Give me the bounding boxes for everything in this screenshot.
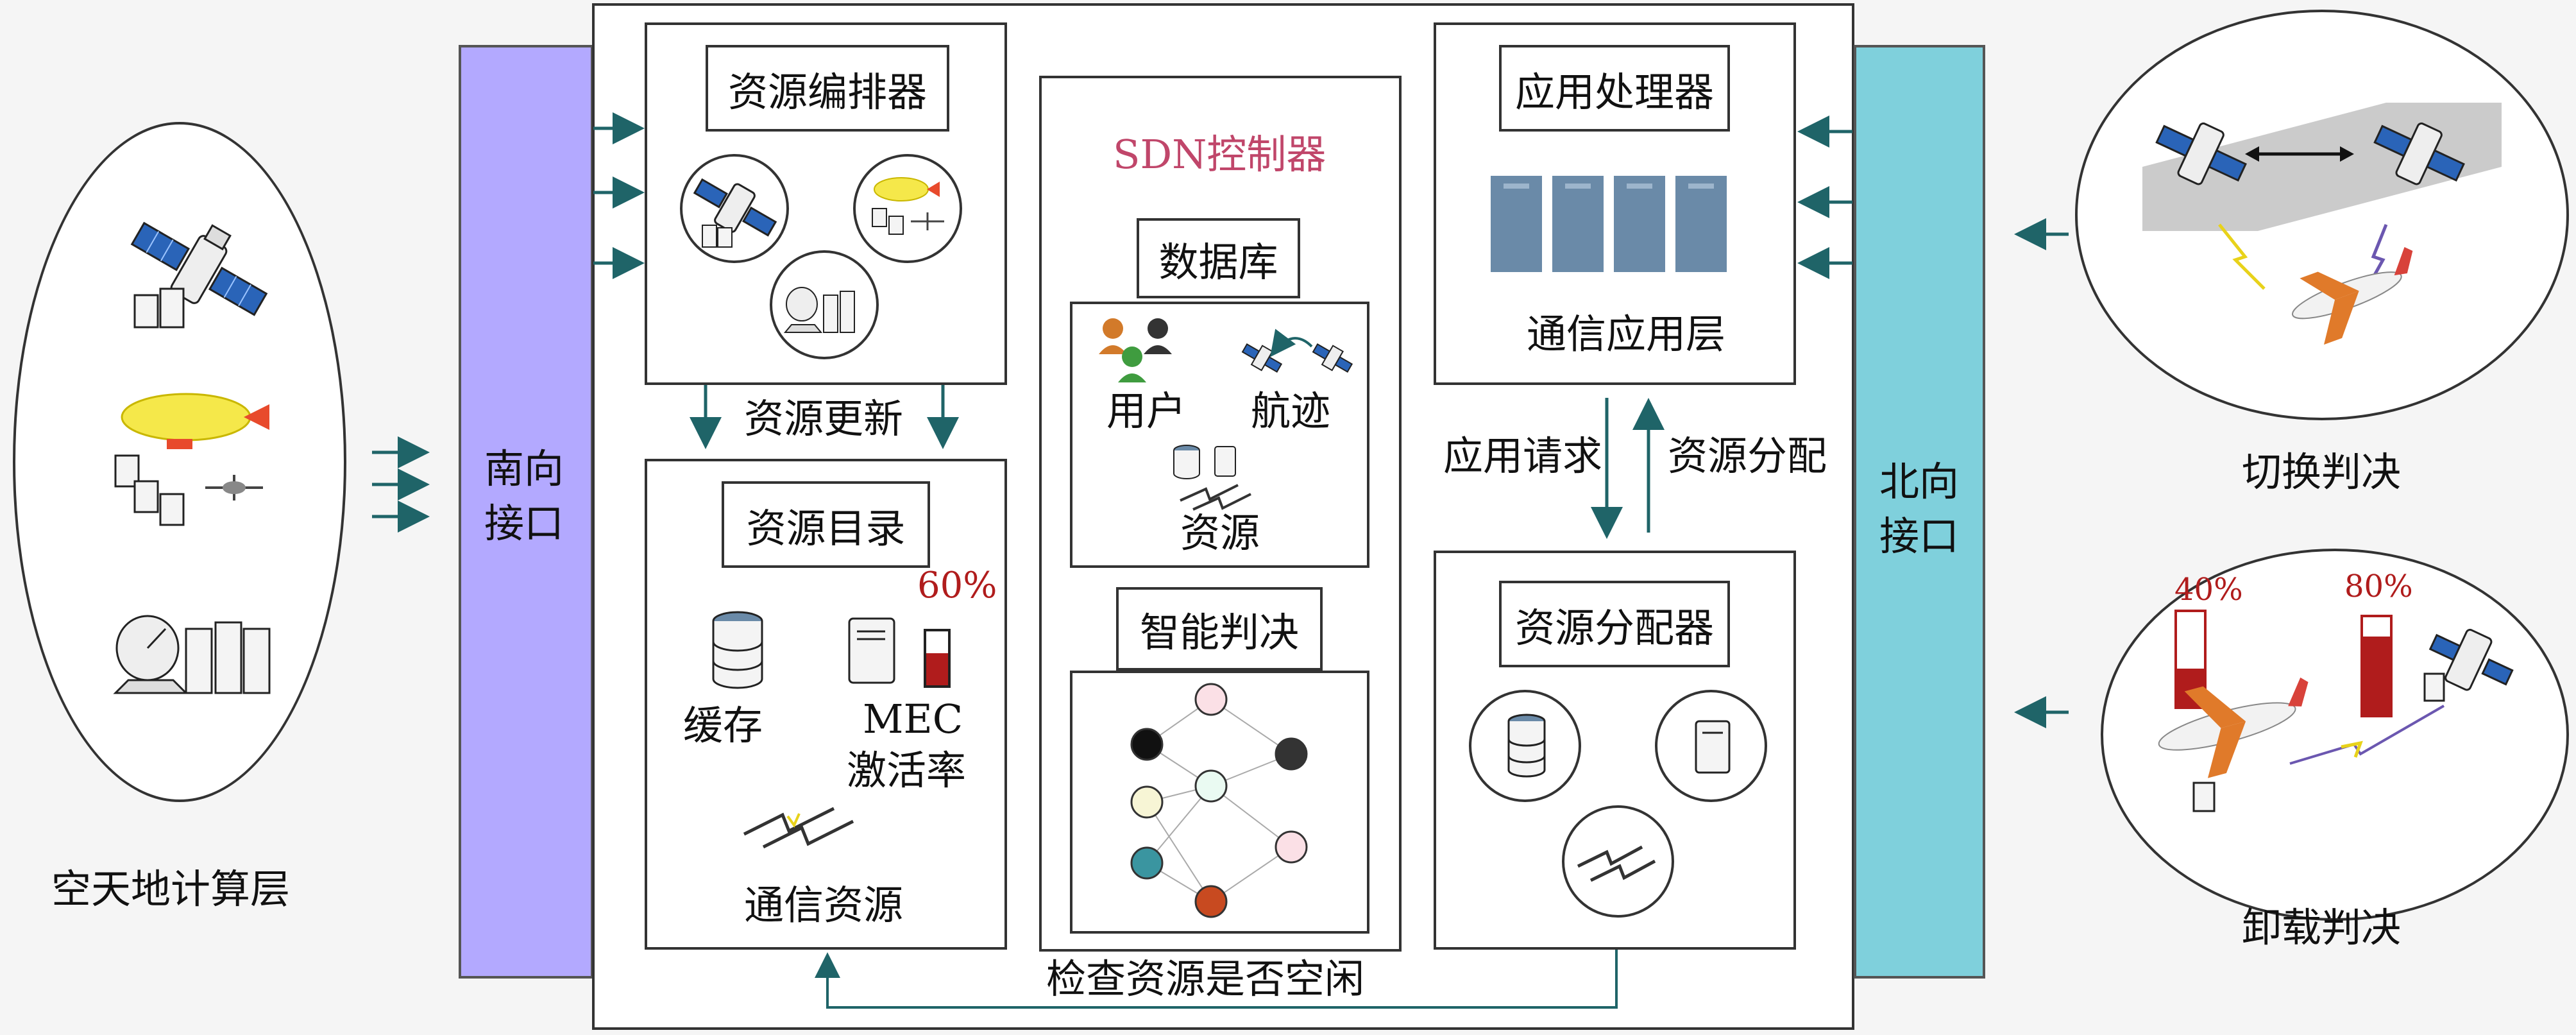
offload-percent-40: 40% [2174,572,2243,608]
node-black-1 [1130,728,1164,761]
check-resource-label: 检查资源是否空闲 [1042,959,1369,999]
decision-title: 智能判决 [1116,587,1323,671]
airship-uav-icon [872,177,944,235]
south-interface-bar [459,45,593,979]
satellite-icon [130,221,268,329]
node-orange [1194,885,1228,918]
server-rack-icons [1491,176,1727,272]
request-allocation-arrows [1591,398,1665,539]
offload-scene [2158,628,2514,812]
server-icon [1695,720,1731,774]
sdn-controller-title: SDN控制器 [1113,131,1326,178]
wireless-link-icon [743,807,854,849]
node-teal [1130,846,1164,880]
neural-network-graph [1130,683,1308,918]
mec-label: MEC [863,696,963,742]
north-interface-label-1: 北向 [1879,458,1960,505]
mec-activation-bar [924,629,951,688]
south-interface-label-1: 南向 [484,445,564,492]
database-icon [712,611,763,689]
offload-arrow [2014,696,2069,728]
users-icon [1099,318,1172,382]
check-resource-arrow [815,950,1618,1009]
database-title: 数据库 [1137,218,1300,298]
handover-label: 切换判决 [2242,449,2402,495]
wireless-link-icon [1577,845,1656,882]
north-interface-label-2: 接口 [1879,513,1960,560]
offload-percent-80: 80% [2344,569,2413,604]
mec-activation-label: 激活率 [847,747,967,794]
node-dark-gray [1275,737,1308,771]
offload-bar-80-fill [2363,637,2390,715]
track-label: 航迹 [1251,388,1331,434]
node-pink-top [1194,683,1228,716]
airship-icon [114,393,269,526]
north-interface-bar [1854,45,1985,979]
node-cream [1130,785,1164,819]
mec-server-icon [848,617,895,684]
handover-arrow [2014,218,2069,250]
users-label: 用户 [1106,388,1187,434]
app-processor-title: 应用处理器 [1499,45,1730,132]
node-mint [1194,769,1228,803]
track-icon [1241,329,1353,373]
node-pink [1275,830,1308,864]
resources-icon [1173,445,1251,511]
resource-update-label: 资源更新 [744,395,904,442]
resource-allocation-label: 资源分配 [1668,432,1827,479]
allocator-wireless-circle [1562,805,1674,918]
handover-scene [2142,103,2502,345]
computing-layer-label: 空天地计算层 [51,866,291,912]
resources-label: 资源 [1180,509,1260,556]
ground-station-icon [783,287,855,333]
resource-allocator-title: 资源分配器 [1499,581,1730,667]
comm-app-layer-label: 通信应用层 [1527,311,1726,357]
north-to-app-arrows [1797,115,1852,279]
offload-bar-80 [2360,615,2393,717]
app-request-label: 应用请求 [1443,432,1603,479]
offload-label: 卸载判决 [2242,904,2402,951]
catalog-percent: 60% [917,565,997,606]
orchestrator-airship-circle [853,154,962,263]
input-arrows [372,436,430,533]
comm-resource-label: 通信资源 [744,882,904,928]
south-interface-label-2: 接口 [484,500,564,547]
cache-label: 缓存 [683,702,763,749]
satellite-icon [693,178,777,248]
resource-update-arrows [690,385,959,449]
south-to-orchestrator-arrows [593,112,645,279]
mec-activation-fill [926,653,948,685]
resource-catalog-title: 资源目录 [722,481,930,568]
database-icon [1507,714,1546,778]
orchestrator-title: 资源编排器 [706,45,949,132]
ground-station-icon [113,615,271,694]
